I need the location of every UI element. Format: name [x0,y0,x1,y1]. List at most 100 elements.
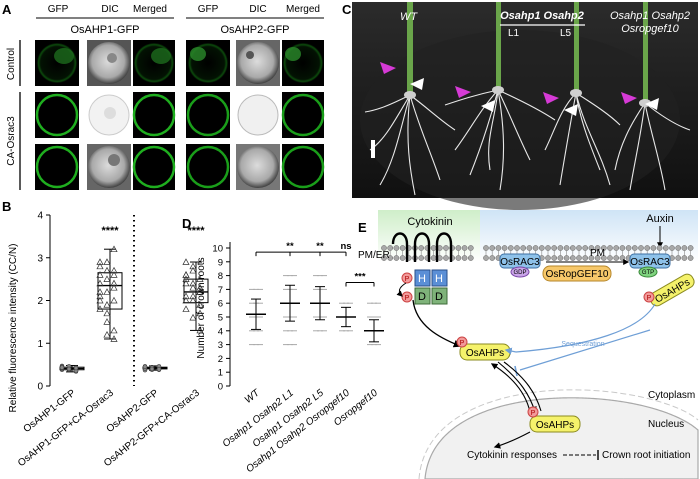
d-ytick-label: 2 [218,354,223,365]
lipid-head [631,245,638,251]
b-ylabel: Relative fluorescence intensity (CC/N) [8,244,19,413]
b-ytick-label: 3 [37,253,43,264]
osrac3-label-2: OsRAC3 [630,257,670,268]
b-point [196,283,204,291]
lipid-head [644,245,651,251]
b-significance: **** [187,225,205,237]
gef-label: OsRopGEF10 [546,269,609,280]
gtp-badge [638,266,658,278]
lipid-head [613,255,620,261]
lipid-head [557,255,564,261]
b-point [189,266,197,274]
osahps-bound: OsAHPs [649,273,695,307]
lipid-head [545,255,551,261]
lipid-head [551,245,558,251]
lipid-head [687,245,694,251]
b-point [189,283,197,291]
crown-root-label: Crown root initiation [602,450,690,461]
lipid-head [582,245,589,251]
osahps-cyto-label: OsAHPs [466,348,504,359]
b-ytick-label: 2 [37,296,43,307]
phospho-5: P [531,410,536,417]
lipid-head [619,245,626,251]
lipid-head [681,245,688,251]
phospho-1: P [405,276,410,283]
b-point [110,245,118,253]
b-point [189,279,197,287]
b-point [182,258,190,265]
b-point [103,266,111,274]
h-text-2: H [435,273,443,285]
d-xtick-label: Osahp1 Osahp2 Osropgef10 [244,387,352,475]
col-header-gfp-1: GFP [48,4,69,15]
lipid-head [455,245,462,251]
b-point [142,364,148,370]
b-point [189,292,197,300]
lipid-head [399,255,406,261]
b-point [196,326,204,334]
row-label-control: Control [6,48,17,80]
cytokinin-responses-label: Cytokinin responses [467,450,557,461]
lipid-head [399,245,406,251]
lipid-head [675,245,682,251]
lipid-head [489,245,496,251]
lipid-head [563,245,570,251]
b-point [196,288,204,295]
lipid-head [538,245,545,251]
d-significance: ****ns*** [255,241,375,287]
lipid-head [638,245,644,251]
lipid-head [520,245,527,251]
b-point [110,283,118,291]
b-point [110,296,118,304]
b-point [149,366,155,372]
lipid-head [418,245,425,251]
d-ytick-label: 10 [212,244,223,255]
osahps-nucleus [529,415,581,433]
d-box-2 [431,287,448,305]
d-xtick-label: WT [243,387,263,406]
b-point [103,301,111,308]
d-ylabel: Number of crown roots [196,257,207,358]
b-point [96,305,104,312]
lipid-head [569,245,576,251]
osropgef10 [542,265,612,282]
lipid-head [483,255,489,261]
panel-letter-d: D [182,216,191,231]
lipid-head [563,255,570,261]
gdp-label: GDP [513,270,526,276]
lipid-head [576,245,582,251]
col-header-gfp-2: GFP [198,4,219,15]
b-point [96,258,104,265]
d-ytick-label: 6 [218,299,223,310]
b-point [103,258,111,265]
phospho-3: P [647,295,652,302]
gdp-badge [510,266,530,278]
cytokinin-label: Cytokinin [407,216,452,228]
nucleus [424,397,699,479]
b-point [182,292,190,300]
c-label-double-mutant: Osahp1 Osahp2 [500,10,584,22]
lipid-head [532,245,539,251]
sequestration-line [515,303,656,353]
b-point [182,296,190,304]
lipid-head [455,255,462,261]
d-ytick-label: 5 [218,313,223,324]
seed-bases [404,86,651,107]
lipid-head [507,245,514,251]
lipid-head [619,255,626,261]
panel-a: A GFP DIC Merged GFP DIC Merged OsAHP1-G… [2,2,325,190]
b-point [103,309,111,317]
d-text-1: D [418,291,426,303]
b-point [110,326,118,334]
panel-letter-c: C [342,2,352,17]
b-point [103,275,111,282]
c-label-l1: L1 [508,28,520,39]
d-ytick-label: 9 [218,257,223,268]
lipid-head [669,245,675,251]
lipid-head [526,245,533,251]
d-ytick-label: 8 [218,271,223,282]
b-point [103,330,111,338]
b-plot-area: ******** [59,215,209,386]
